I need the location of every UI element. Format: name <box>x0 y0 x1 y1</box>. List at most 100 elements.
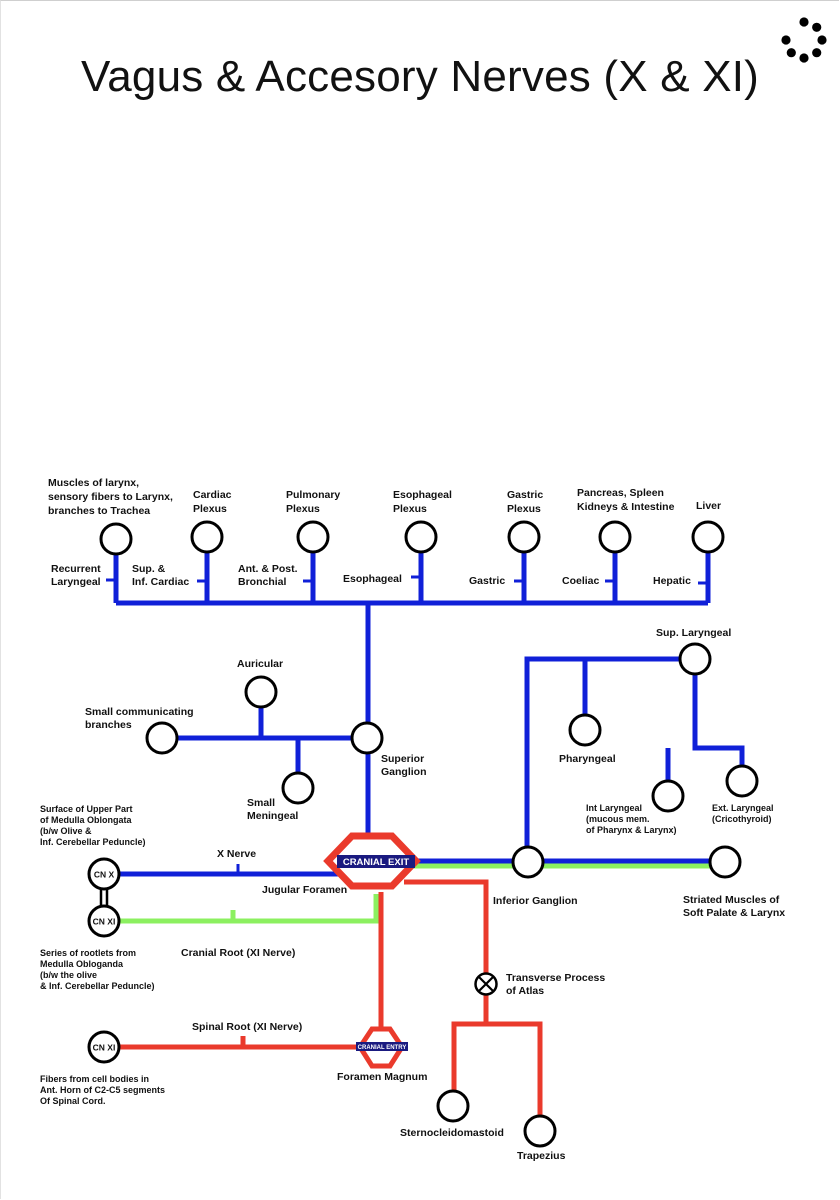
node-ext-laryngeal[interactable] <box>725 764 759 798</box>
vagus-lines <box>103 553 745 877</box>
node-sternocleidomastoid[interactable] <box>436 1089 470 1123</box>
label-ext-laryngeal-line-1: Ext. Laryngeal <box>712 803 774 813</box>
label-bronchial: Ant. & Post.Bronchial <box>238 563 298 588</box>
node-int-laryngeal[interactable] <box>651 779 685 813</box>
node-larynx[interactable] <box>99 522 133 556</box>
label-small-meningeal-line-1: Small <box>247 797 275 809</box>
vagus-small-branches <box>177 707 352 773</box>
node-striated-muscles[interactable] <box>708 845 742 879</box>
label-surface-medulla-line-1: Surface of Upper Part <box>40 804 133 814</box>
node-small-communicating[interactable] <box>145 721 179 755</box>
label-recurrent-laryngeal-line-2: Laryngeal <box>51 576 101 588</box>
label-esophageal: Esophageal <box>343 573 402 585</box>
label-liver: Liver <box>696 500 721 512</box>
label-int-laryngeal-line-1: Int Laryngeal <box>586 803 642 813</box>
label-fibers-cell-bodies-line-2: Ant. Horn of C2-C5 segments <box>40 1085 165 1095</box>
label-pancreas-line-2: Kidneys & Intestine <box>577 501 675 513</box>
label-hepatic-line-1: Hepatic <box>653 575 691 587</box>
label-cardiac-plexus-line-1: Cardiac <box>193 489 232 501</box>
node-cn-x[interactable] <box>87 857 121 891</box>
label-transverse-process-line-1: Transverse Process <box>506 972 605 984</box>
cranial-entry-badge[interactable]: CRANIAL ENTRY <box>356 1026 408 1069</box>
label-superior-ganglion-line-1: Superior <box>381 753 424 765</box>
label-esophageal-plexus-line-2: Plexus <box>393 503 427 515</box>
label-spinal-root: Spinal Root (XI Nerve) <box>192 1021 302 1033</box>
label-larynx-muscles-line-1: Muscles of larynx, <box>48 477 139 489</box>
label-cranial-root-line-1: Cranial Root (XI Nerve) <box>181 947 295 959</box>
node-gastric-plexus[interactable] <box>507 520 541 554</box>
label-small-communicating-line-2: branches <box>85 719 132 731</box>
node-pulmonary-plexus[interactable] <box>296 520 330 554</box>
cranial-exit-badge[interactable]: CRANIAL EXIT <box>323 832 421 890</box>
node-cn-xi-spinal-label: CN XI <box>93 1043 116 1053</box>
cranial-entry-label: CRANIAL ENTRY <box>358 1045 407 1051</box>
label-trapezius-line-1: Trapezius <box>517 1150 566 1162</box>
label-x-nerve-line-1: X Nerve <box>217 848 256 860</box>
node-cardiac-plexus[interactable] <box>190 520 224 554</box>
label-sup-inf-cardiac-line-2: Inf. Cardiac <box>132 576 189 588</box>
label-cardiac-plexus-line-2: Plexus <box>193 503 227 515</box>
vagus-ticks <box>106 575 708 585</box>
node-sup-laryngeal[interactable] <box>678 642 712 676</box>
node-inferior-ganglion[interactable] <box>511 845 545 879</box>
spinal-root-lines <box>103 879 543 1116</box>
spinal-muscle-branch <box>451 1021 543 1116</box>
cranial-exit-label: CRANIAL EXIT <box>343 857 410 868</box>
label-gastric: Gastric <box>469 575 505 587</box>
node-liver[interactable] <box>691 520 725 554</box>
label-small-communicating-line-1: Small communicating <box>85 706 194 718</box>
label-spinal-root-line-1: Spinal Root (XI Nerve) <box>192 1021 302 1033</box>
spinal-exit-branch <box>404 879 489 1024</box>
label-pharyngeal: Pharyngeal <box>559 753 616 765</box>
label-superior-ganglion-line-2: Ganglion <box>381 766 427 778</box>
loading-dots-icon[interactable] <box>778 14 830 66</box>
label-esophageal-plexus-line-1: Esophageal <box>393 489 452 501</box>
label-sup-inf-cardiac: Sup. &Inf. Cardiac <box>132 563 189 588</box>
label-rootlets-line-1: Series of rootlets from <box>40 948 136 958</box>
label-bronchial-line-1: Ant. & Post. <box>238 563 298 575</box>
label-surface-medulla-line-3: (b/w Olive & <box>40 826 92 836</box>
cranial-root-line <box>103 894 379 924</box>
label-pulmonary-plexus-line-2: Plexus <box>286 503 320 515</box>
label-trapezius: Trapezius <box>517 1150 566 1162</box>
label-x-nerve: X Nerve <box>217 848 256 860</box>
node-small-meningeal[interactable] <box>281 771 315 805</box>
label-gastric-line-1: Gastric <box>469 575 505 587</box>
label-auricular-line-1: Auricular <box>237 658 283 670</box>
node-pancreas[interactable] <box>598 520 632 554</box>
label-sup-laryngeal-line-1: Sup. Laryngeal <box>656 627 731 639</box>
label-pharyngeal-line-1: Pharyngeal <box>559 753 616 765</box>
node-cn-x-label: CN X <box>94 870 115 880</box>
label-gastric-plexus-line-2: Plexus <box>507 503 541 515</box>
label-fibers-cell-bodies-line-3: Of Spinal Cord. <box>40 1096 106 1106</box>
label-recurrent-laryngeal-line-1: Recurrent <box>51 563 101 575</box>
label-jugular-foramen-line-1: Jugular Foramen <box>262 884 347 896</box>
node-trapezius[interactable] <box>523 1114 557 1148</box>
label-sternocleidomastoid-line-1: Sternocleidomastoid <box>400 1127 504 1139</box>
label-larynx-muscles-line-2: sensory fibers to Larynx, <box>48 491 173 503</box>
label-rootlets-line-3: (b/w the olive <box>40 970 97 980</box>
node-superior-ganglion[interactable] <box>350 721 384 755</box>
label-inferior-ganglion: Inferior Ganglion <box>493 895 578 907</box>
node-cn-xi-cranial[interactable] <box>87 904 121 938</box>
label-rootlets-line-4: & Inf. Cerebellar Peduncle) <box>40 981 155 991</box>
label-hepatic: Hepatic <box>653 575 691 587</box>
label-foramen-magnum: Foramen Magnum <box>337 1071 427 1083</box>
label-ext-laryngeal: Ext. Laryngeal(Cricothyroid) <box>712 803 774 824</box>
label-sternocleidomastoid: Sternocleidomastoid <box>400 1127 504 1139</box>
node-pharyngeal[interactable] <box>568 713 602 747</box>
label-pulmonary-plexus-line-1: Pulmonary <box>286 489 340 501</box>
label-int-laryngeal-line-2: (mucous mem. <box>586 814 650 824</box>
node-esophageal-plexus[interactable] <box>404 520 438 554</box>
label-gastric-plexus-line-1: Gastric <box>507 489 543 501</box>
label-fibers-cell-bodies-line-1: Fibers from cell bodies in <box>40 1074 149 1084</box>
node-auricular[interactable] <box>244 675 278 709</box>
node-cn-xi-spinal[interactable] <box>87 1030 121 1064</box>
label-sup-laryngeal: Sup. Laryngeal <box>656 627 731 639</box>
